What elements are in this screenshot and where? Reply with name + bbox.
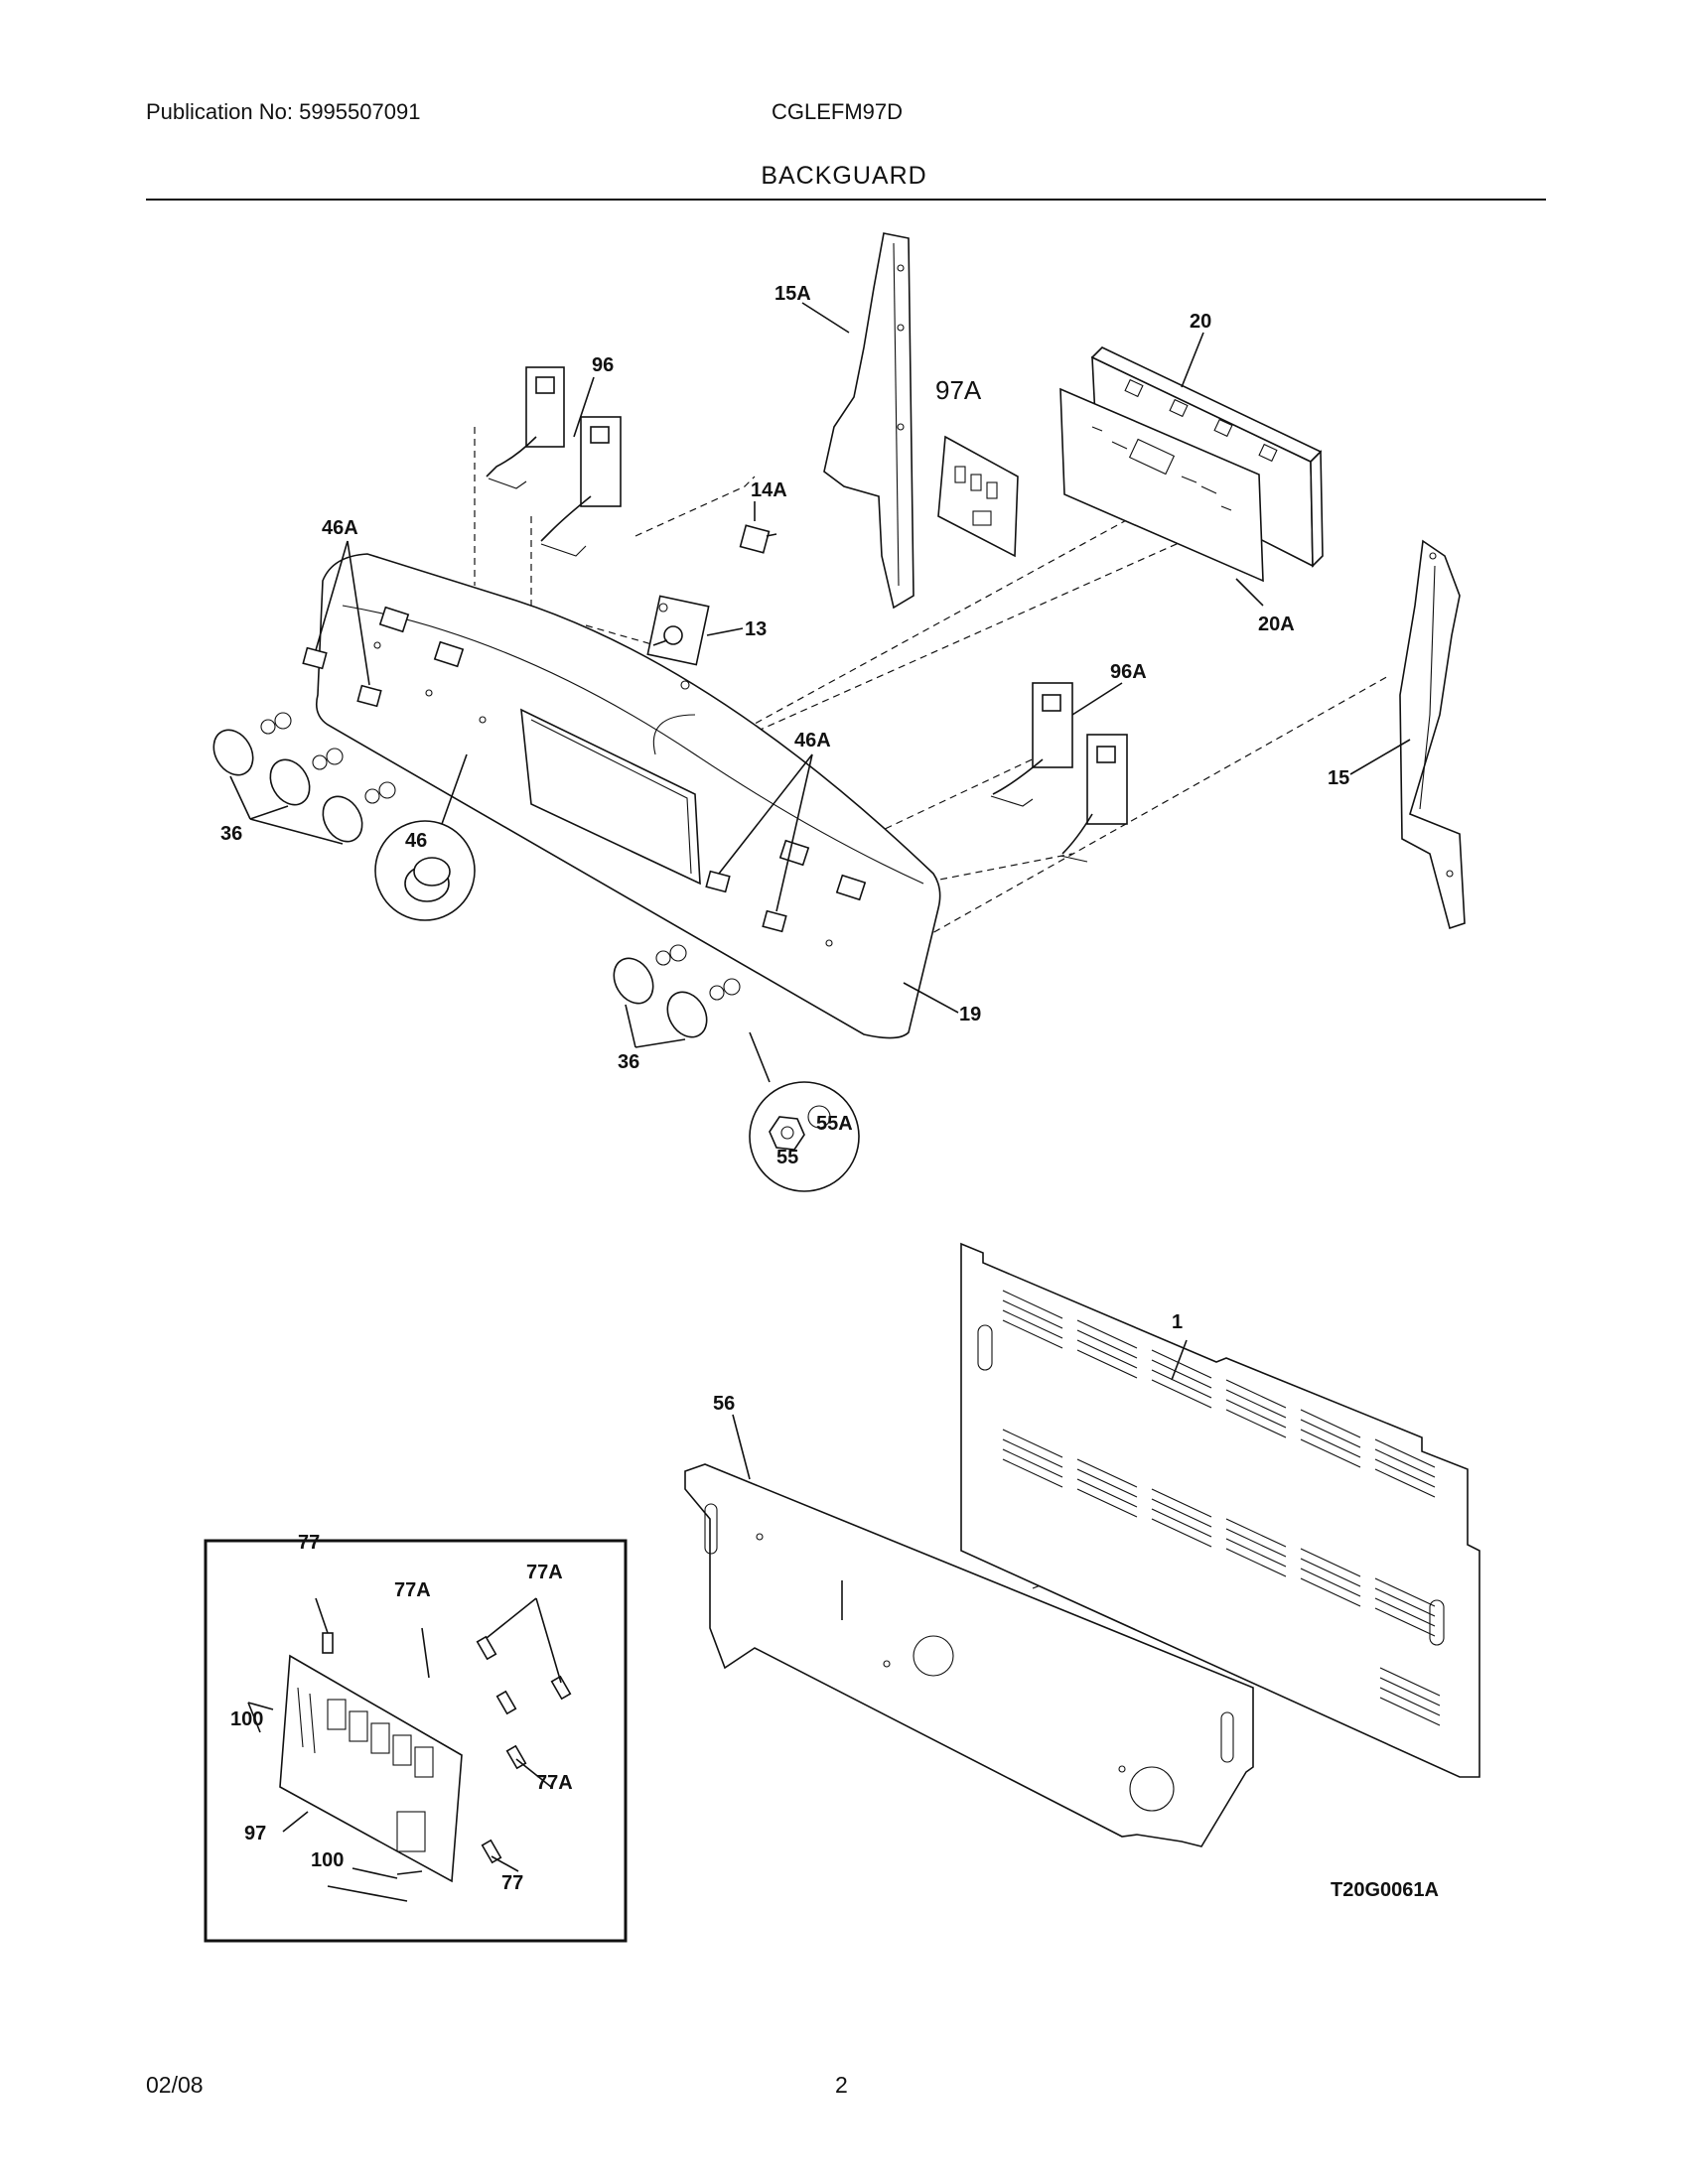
callout-19: 19 [959, 1004, 981, 1025]
callout-46: 46 [405, 830, 427, 852]
vent-slots [1002, 1290, 1441, 1726]
callout-20: 20 [1190, 311, 1211, 333]
callout-96A: 96A [1110, 661, 1147, 683]
footer-date: 02/08 [146, 2072, 204, 2098]
callout-labels: 15A 20 96 97A 14A 46A 13 20A 96A 46A 15 … [220, 283, 1439, 1901]
callout-77A-c: 77A [536, 1772, 573, 1794]
callout-1: 1 [1172, 1311, 1183, 1333]
callout-77A-b: 77A [526, 1562, 563, 1583]
callout-46A-mid: 46A [794, 730, 831, 751]
callout-15A: 15A [774, 283, 811, 305]
callout-77A-a: 77A [394, 1579, 431, 1601]
backguard-bracket-56 [684, 1463, 1254, 1847]
header-rule [146, 199, 1546, 201]
callout-77-top: 77 [298, 1532, 320, 1554]
switch-14A [739, 524, 777, 554]
callout-96: 96 [592, 354, 614, 376]
detail-knob-46 [374, 753, 476, 921]
callout-100-b: 100 [311, 1849, 344, 1871]
callout-36-bottom: 36 [618, 1051, 639, 1073]
page-title: BACKGUARD [761, 162, 927, 190]
overlay-20A [1059, 387, 1264, 583]
callout-15: 15 [1328, 767, 1349, 789]
relay-board-97A [937, 435, 1019, 558]
callout-leaders [229, 302, 1411, 1879]
callout-56: 56 [713, 1393, 735, 1415]
callout-100-a: 100 [230, 1708, 263, 1730]
detail-nut-ring-55 [749, 1031, 860, 1192]
infinite-switches-96A [990, 682, 1128, 863]
callout-97A: 97A [935, 375, 982, 405]
model-number: CGLEFM97D [772, 99, 904, 124]
publication-number: Publication No: 5995507091 [146, 99, 421, 124]
callout-97: 97 [244, 1823, 266, 1844]
callout-46A-top: 46A [322, 517, 358, 539]
footer-page-number: 2 [835, 2072, 848, 2098]
callout-13: 13 [745, 618, 767, 640]
callout-20A: 20A [1258, 614, 1295, 635]
end-cap-15A [823, 232, 914, 610]
infinite-switches-96 [486, 366, 622, 557]
inset-detail-board-97 [204, 1539, 628, 1943]
callout-55: 55 [776, 1147, 798, 1168]
callout-14A: 14A [751, 479, 787, 501]
end-cap-15 [1399, 539, 1466, 930]
callout-77-bottom: 77 [501, 1872, 523, 1894]
rear-panel-1 [960, 1242, 1480, 1778]
control-knobs-36 [212, 712, 741, 1038]
callout-36-left: 36 [220, 823, 242, 845]
drawing-id: T20G0061A [1331, 1879, 1439, 1901]
switch-13 [646, 595, 710, 690]
indicator-lights-46A [302, 646, 787, 933]
callout-55A: 55A [816, 1113, 853, 1135]
